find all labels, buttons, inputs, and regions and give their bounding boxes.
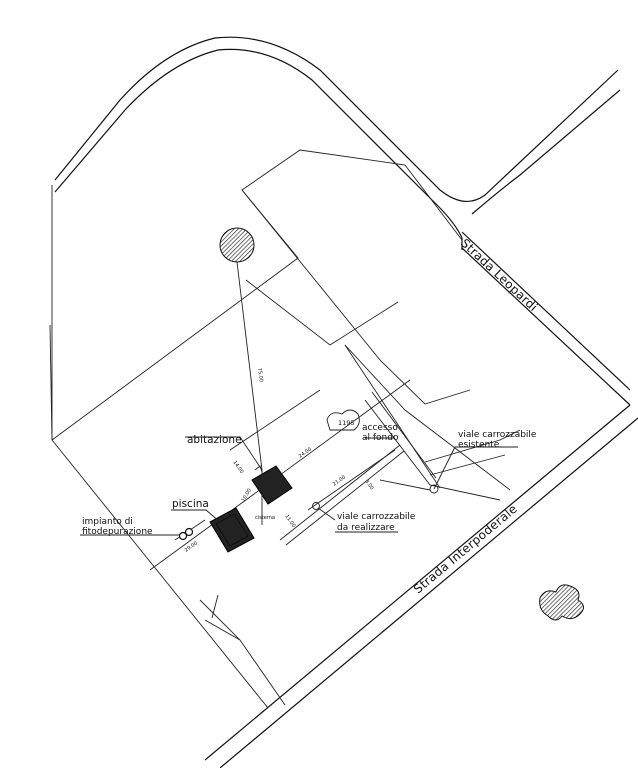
- abitazione-house: [251, 465, 293, 505]
- driveway-node-existing: [429, 484, 439, 494]
- impianto-label-2: fitodepurazione: [82, 527, 153, 537]
- planned-driveway: [279, 444, 405, 546]
- cisterna-label: cisterna: [255, 515, 275, 521]
- viale-realizzare-label-2: da realizzare: [337, 523, 395, 533]
- impianto-label-1: impianto di: [82, 517, 133, 527]
- strada-interpoderale-road: [204, 404, 638, 768]
- strada-leopardi-road: [54, 36, 631, 406]
- accesso-label-2: al fondo: [362, 433, 399, 443]
- tree-icon: [219, 227, 255, 263]
- driveway-node-planned: [312, 502, 320, 510]
- piscina-pool: [209, 507, 255, 553]
- parcel-boundaries: [49, 149, 511, 709]
- strada-interpoderale-label: Strada Interpoderale: [411, 502, 520, 597]
- dim-75: 75.00: [256, 367, 264, 382]
- accesso-label-1: accesso: [362, 423, 398, 433]
- abitazione-label: abitazione: [187, 434, 242, 446]
- viale-esistente-label-1: viale carrozzabile: [458, 430, 537, 440]
- dim-29: 29.00: [184, 541, 199, 554]
- parcel-1195-marker: 1195: [326, 409, 360, 431]
- viale-realizzare-label-1: viale carrozzabile: [337, 512, 416, 522]
- dim-21: 21.00: [332, 475, 347, 488]
- strada-leopardi-label: Strada Leopardi: [458, 236, 541, 314]
- fitodepurazione-plant: [178, 527, 194, 541]
- dim-10: 10.00: [241, 488, 253, 503]
- dim-11: 11.00: [283, 514, 296, 529]
- piscina-label: piscina: [172, 498, 209, 510]
- bush-icon: [539, 584, 584, 621]
- dim-3: 3.00: [363, 479, 374, 492]
- viale-esistente-label-2: esistente: [458, 440, 500, 450]
- dim-14: 14.00: [231, 460, 244, 475]
- parcel-number: 1195: [338, 419, 355, 427]
